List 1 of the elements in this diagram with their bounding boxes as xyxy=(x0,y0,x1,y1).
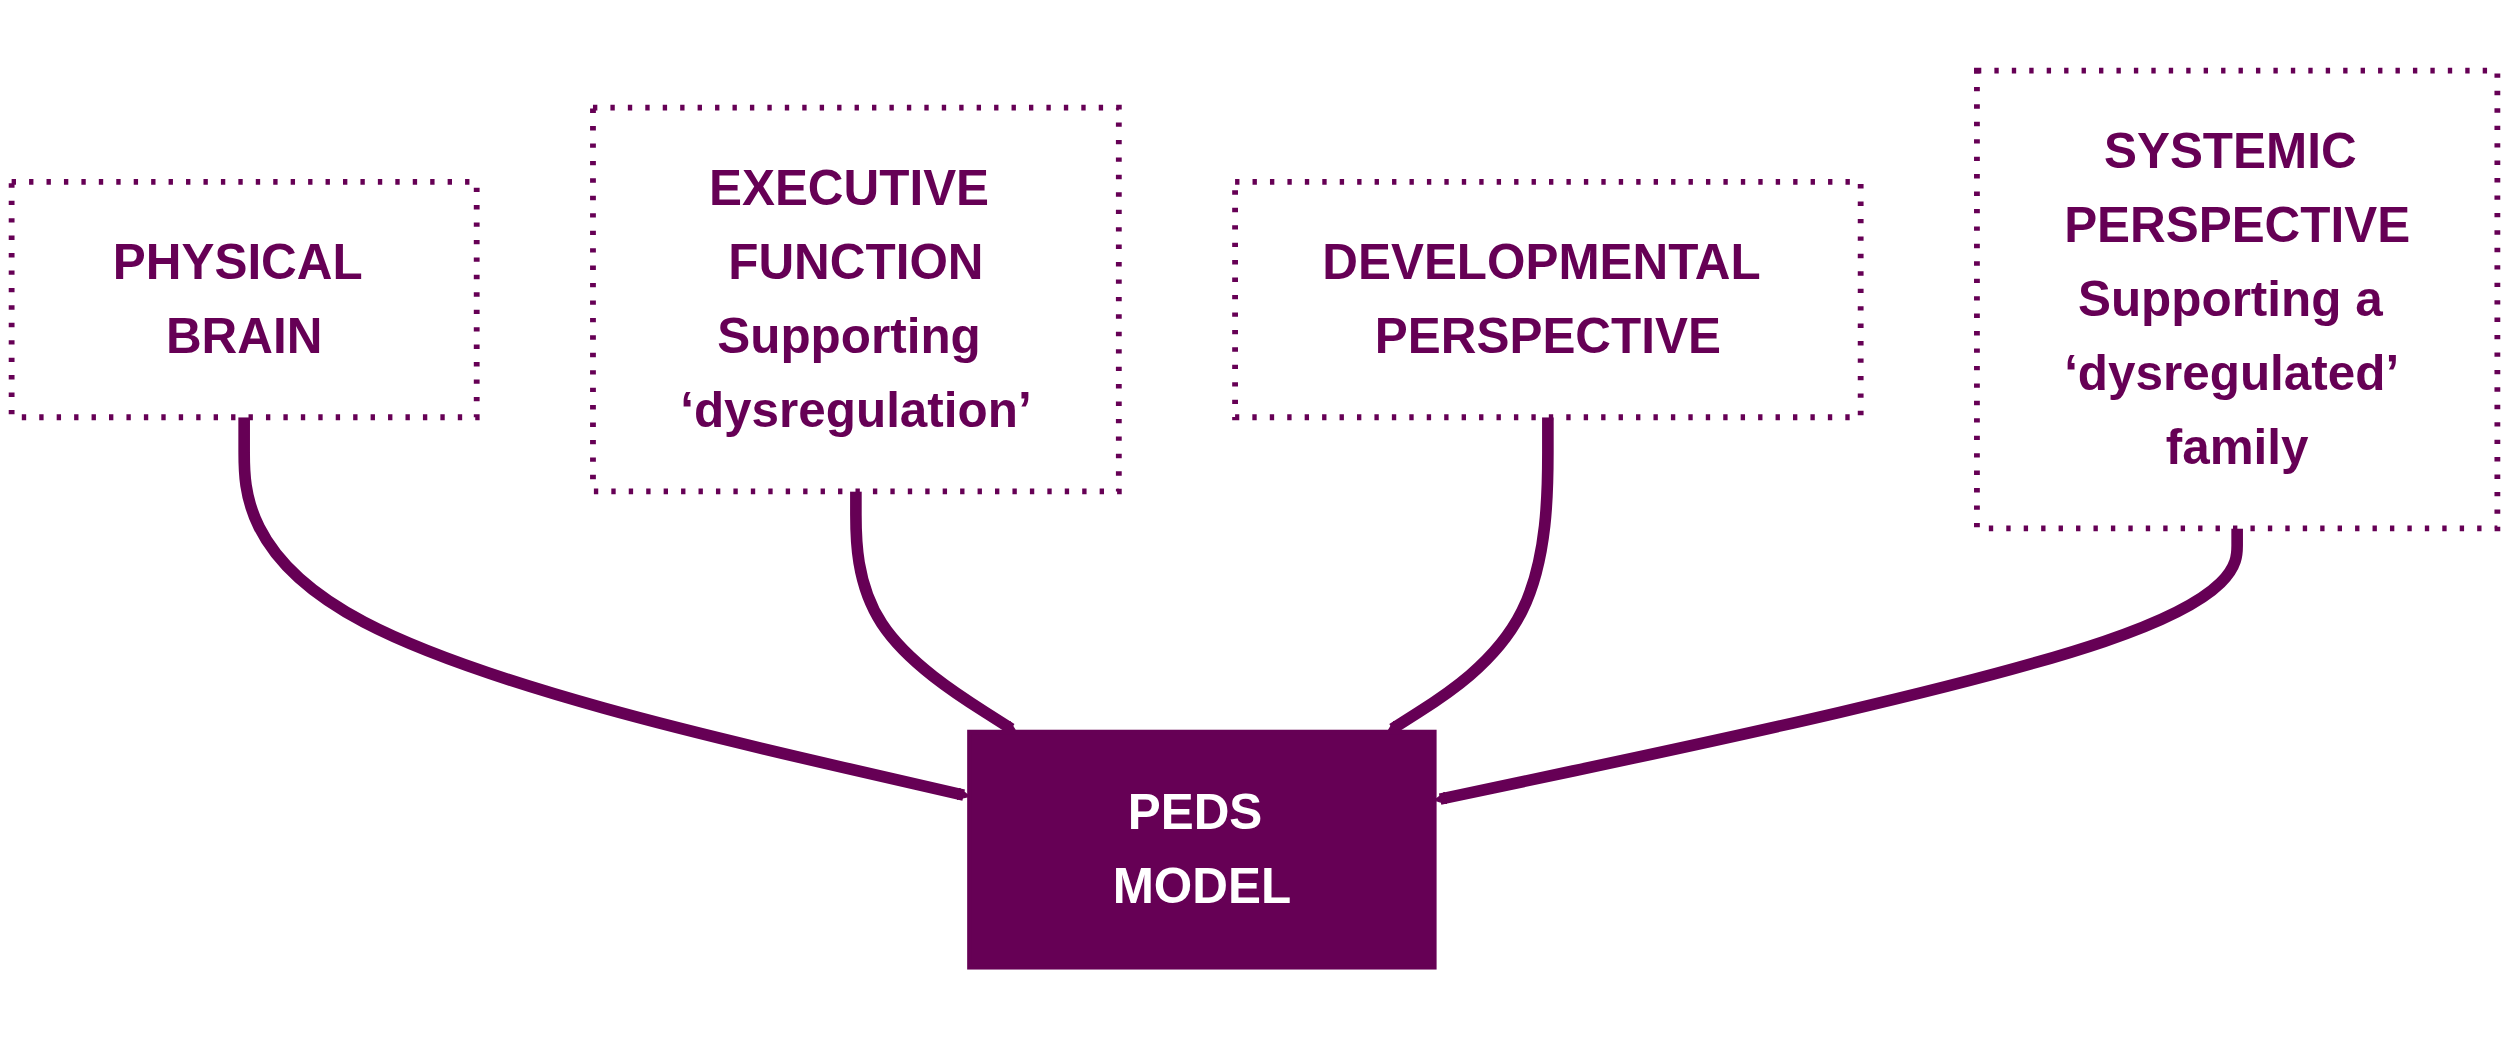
node-box: PEDS MODEL xyxy=(967,729,1437,970)
